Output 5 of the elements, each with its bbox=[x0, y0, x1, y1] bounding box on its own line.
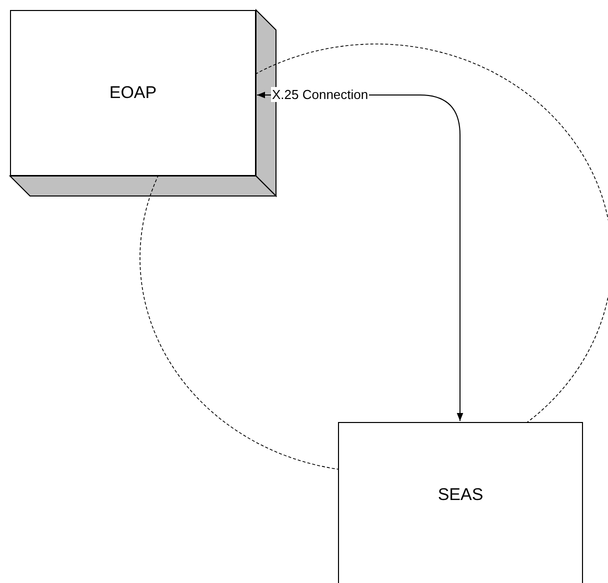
edge-label: X.25 Connection bbox=[271, 87, 370, 102]
node-label: SEAS bbox=[438, 485, 484, 505]
3d-box bbox=[10, 10, 256, 176]
node-label: EOAP bbox=[109, 83, 157, 103]
process-box bbox=[338, 422, 583, 583]
